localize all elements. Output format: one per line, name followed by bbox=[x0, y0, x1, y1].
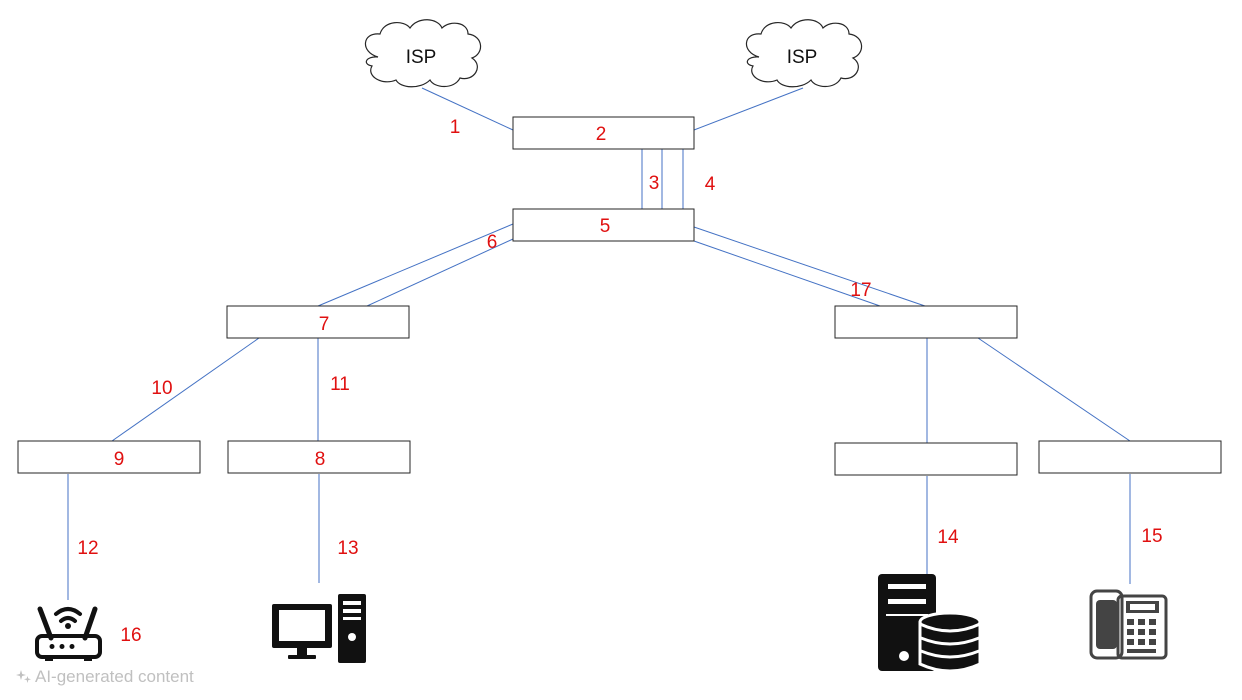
wifi-router-icon bbox=[35, 606, 102, 661]
cloud-icon bbox=[745, 19, 863, 88]
node-right-bottom-right bbox=[1038, 440, 1222, 474]
link-label-10: 10 bbox=[151, 378, 172, 399]
link-5-7-b bbox=[366, 238, 514, 307]
node-5-label: 5 bbox=[600, 216, 611, 237]
link-isp-left-to-2 bbox=[421, 87, 514, 131]
database-server-icon bbox=[878, 574, 982, 673]
sparkle-icon bbox=[16, 670, 31, 683]
node-8: 8 bbox=[227, 440, 411, 474]
footer-text: AI-generated content bbox=[35, 667, 194, 686]
link-label-6: 6 bbox=[487, 232, 498, 253]
isp-left-label: ISP bbox=[406, 47, 437, 68]
node-right-mid bbox=[834, 305, 1018, 339]
link-label-16: 16 bbox=[120, 625, 141, 646]
link-label-12: 12 bbox=[77, 538, 98, 559]
desktop-computer-icon bbox=[272, 594, 366, 663]
link-isp-right-to-2 bbox=[693, 87, 804, 131]
node-7: 7 bbox=[226, 305, 410, 339]
link-label-4: 4 bbox=[705, 174, 716, 195]
links bbox=[67, 87, 1131, 600]
isp-cloud-right: ISP bbox=[745, 19, 863, 88]
link-5-7-a bbox=[317, 223, 514, 307]
node-5: 5 bbox=[512, 208, 695, 242]
node-8-label: 8 bbox=[315, 449, 326, 470]
node-2-label: 2 bbox=[596, 124, 607, 145]
isp-right-label: ISP bbox=[787, 47, 818, 68]
isp-cloud-left: ISP bbox=[364, 19, 482, 88]
cloud-icon bbox=[364, 19, 482, 88]
node-7-label: 7 bbox=[319, 314, 330, 335]
link-label-15: 15 bbox=[1141, 526, 1162, 547]
link-label-1: 1 bbox=[450, 117, 461, 138]
link-label-3: 3 bbox=[649, 173, 660, 194]
node-9-label: 9 bbox=[114, 449, 125, 470]
link-right-to-bottom-right bbox=[977, 337, 1131, 442]
link-label-11: 11 bbox=[330, 374, 350, 395]
desk-phone-icon bbox=[1089, 589, 1168, 660]
link-5-right-a bbox=[693, 226, 926, 307]
node-2: 2 bbox=[512, 116, 695, 150]
link-label-17: 17 bbox=[850, 280, 871, 301]
link-5-right-b bbox=[693, 240, 881, 307]
node-right-bottom-left bbox=[834, 442, 1018, 476]
link-7-9 bbox=[111, 337, 260, 442]
node-9: 9 bbox=[17, 440, 201, 474]
link-label-14: 14 bbox=[937, 527, 959, 548]
ai-generated-footer: AI-generated content bbox=[16, 667, 194, 687]
link-label-13: 13 bbox=[337, 538, 358, 559]
